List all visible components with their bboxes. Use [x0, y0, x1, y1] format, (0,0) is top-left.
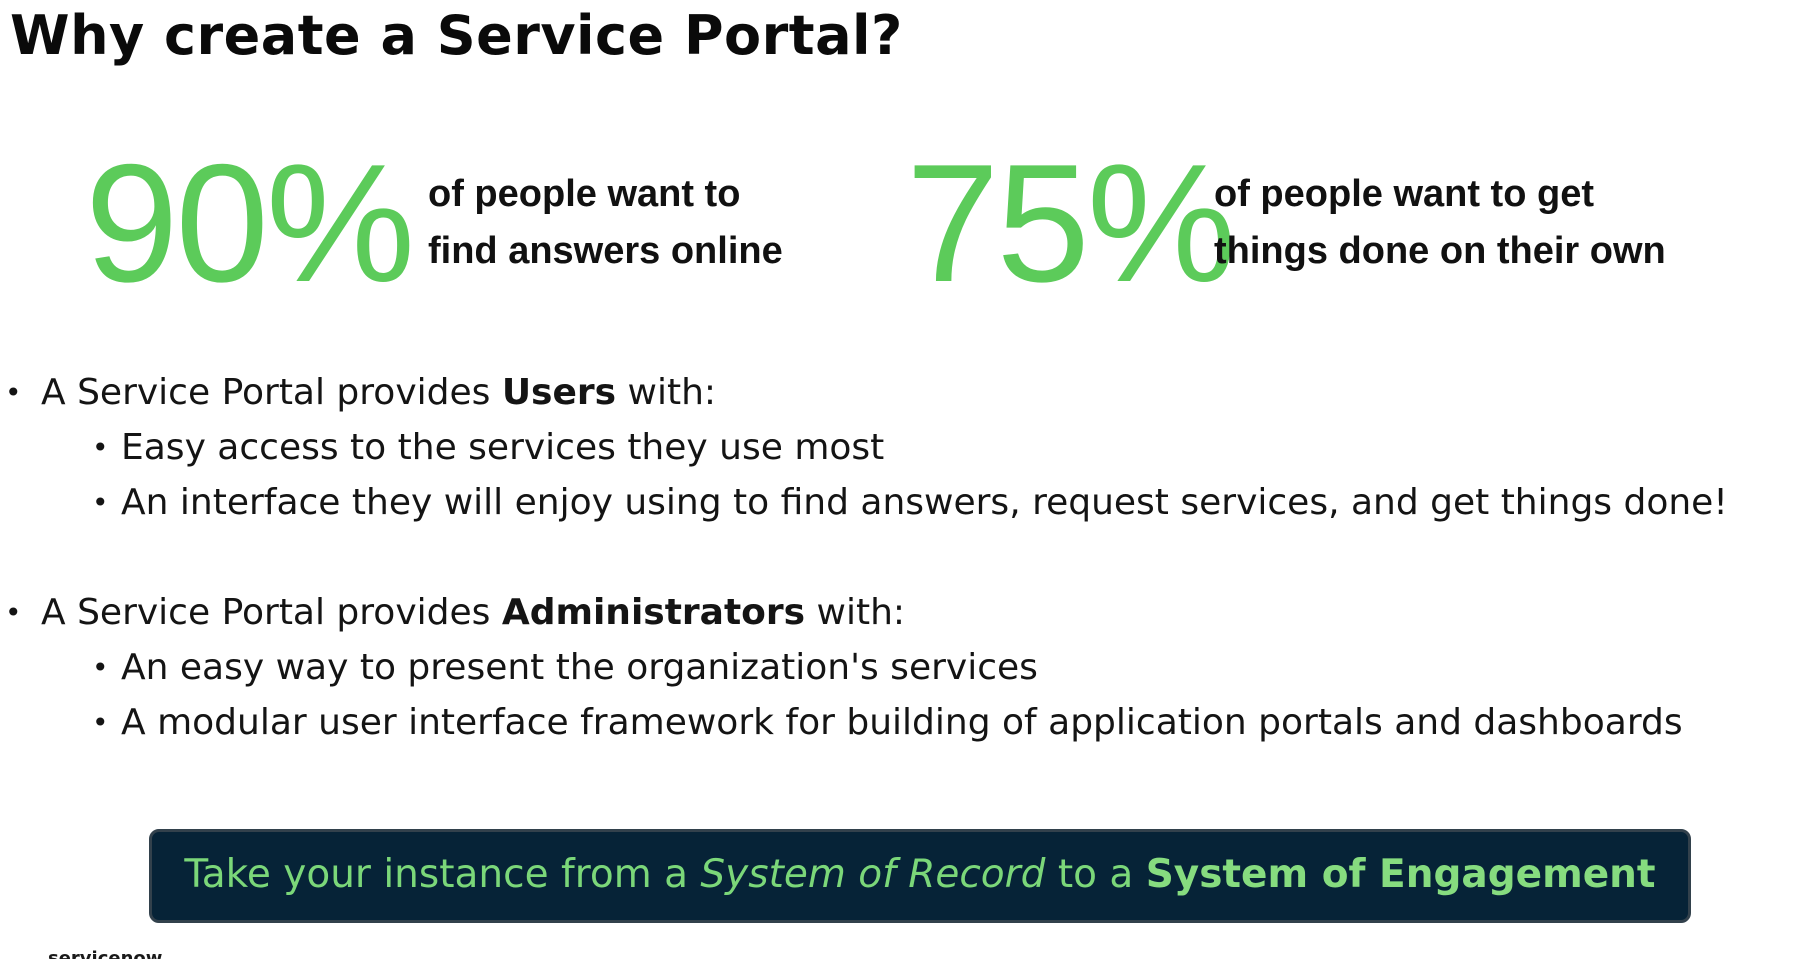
sub-bullet-item: • An interface they will enjoy using to … [0, 475, 1819, 530]
bullet-item: • A Service Portal provides Administrato… [0, 585, 1819, 640]
stat-description: of people want to find answers online [428, 166, 783, 280]
sub-bullet-item: • Easy access to the services they use m… [0, 420, 1819, 475]
bullet-item: • A Service Portal provides Users with: [0, 365, 1819, 420]
banner-italic-text: System of Record [700, 852, 1046, 897]
stat-description-line: things done on their own [1214, 230, 1666, 272]
sub-bullet-text: An easy way to present the organization'… [121, 647, 1038, 688]
sub-bullet-item: • A modular user interface framework for… [0, 695, 1819, 750]
servicenow-logo: servicenow [48, 948, 163, 959]
sub-bullet-text: A modular user interface framework for b… [121, 702, 1683, 743]
slide-title: Why create a Service Portal? [10, 4, 903, 67]
bullet-prefix: A Service Portal provides [41, 592, 502, 633]
bullet-suffix: with: [616, 372, 717, 413]
bullet-dot-icon: • [5, 596, 22, 629]
stat-value: 75% [906, 129, 1236, 317]
sub-bullet-item: • An easy way to present the organizatio… [0, 640, 1819, 695]
sub-bullet-text: Easy access to the services they use mos… [121, 427, 885, 468]
bullet-prefix: A Service Portal provides [41, 372, 502, 413]
bullet-group-users: • A Service Portal provides Users with: … [0, 365, 1819, 530]
bullet-dot-icon: • [92, 651, 109, 684]
bullet-bold-term: Users [501, 372, 617, 413]
banner-text: Take your instance from a [184, 852, 701, 897]
bullet-bold-term: Administrators [501, 592, 806, 633]
sub-bullet-text: An interface they will enjoy using to fi… [121, 482, 1728, 523]
stat-description-line: find answers online [428, 230, 783, 272]
stat-description-line: of people want to [428, 173, 741, 215]
banner-text: to a [1045, 852, 1146, 897]
bullet-dot-icon: • [5, 376, 22, 409]
stat-description: of people want to get things done on the… [1214, 166, 1666, 280]
bullet-suffix: with: [805, 592, 906, 633]
bullet-dot-icon: • [92, 706, 109, 739]
stat-description-line: of people want to get [1214, 173, 1594, 215]
banner-bold-text: System of Engagement [1145, 852, 1656, 897]
bullet-list: • A Service Portal provides Users with: … [0, 365, 1819, 750]
bullet-dot-icon: • [92, 431, 109, 464]
bullet-group-administrators: • A Service Portal provides Administrato… [0, 585, 1819, 750]
stat-value: 90% [85, 129, 415, 317]
tagline-banner: Take your instance from a System of Reco… [149, 829, 1691, 923]
bullet-dot-icon: • [92, 486, 109, 519]
